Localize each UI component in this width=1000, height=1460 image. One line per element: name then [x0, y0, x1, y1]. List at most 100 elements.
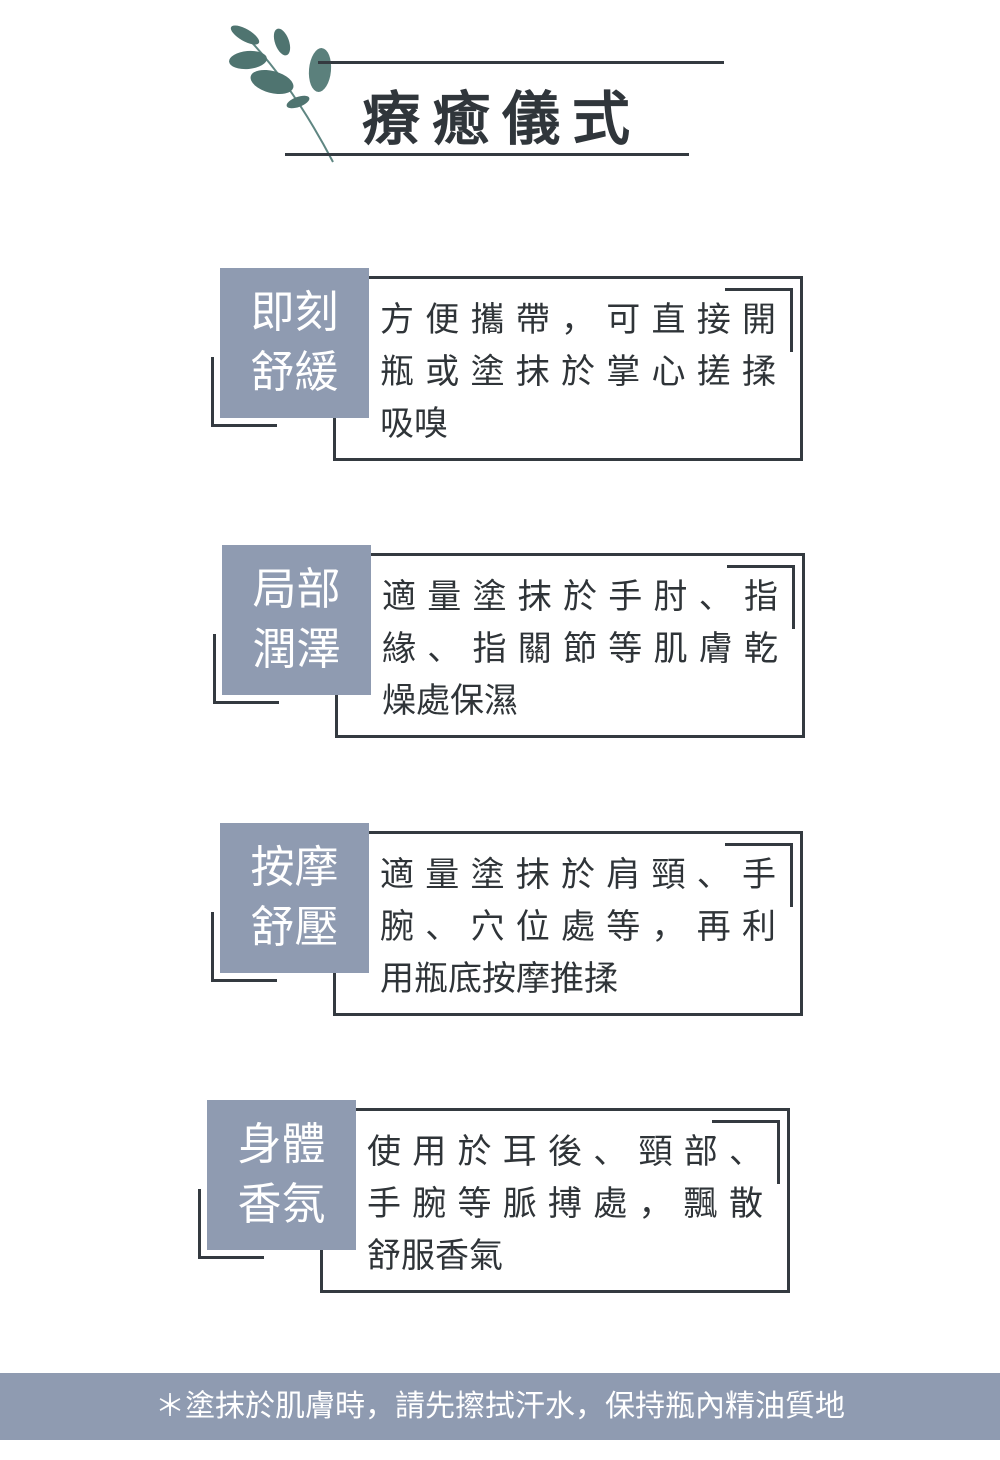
- char: 脈: [502, 1184, 537, 1224]
- ritual-card: 身體香氛 使 用 於 耳 後 、 頸 部 、 手 腕 等 脈 搏 處 ， 飄 散…: [198, 1100, 807, 1300]
- char: 耳: [502, 1132, 537, 1172]
- char: 搏: [548, 1184, 583, 1224]
- char: 於: [561, 855, 596, 895]
- char: 等: [606, 907, 641, 947]
- corner-bracket: [213, 634, 216, 704]
- page-title: 療癒儀式: [362, 85, 643, 153]
- corner-bracket: [712, 1120, 780, 1123]
- char: 揉: [742, 352, 776, 392]
- char: 飄: [683, 1184, 718, 1224]
- char: ，: [638, 1184, 673, 1224]
- char: 塗: [470, 352, 505, 392]
- description-line: 適 量 塗 抹 於 肩 頸 、 手: [380, 849, 776, 901]
- char: 攜: [470, 300, 505, 340]
- char: 肩: [606, 855, 641, 895]
- char: 於: [457, 1132, 492, 1172]
- char: 後: [548, 1132, 583, 1172]
- description-line: 使 用 於 耳 後 、 頸 部 、: [367, 1126, 763, 1178]
- corner-bracket: [211, 979, 277, 982]
- corner-bracket: [211, 424, 277, 427]
- char: 於: [561, 352, 596, 392]
- char: 於: [563, 577, 598, 617]
- corner-bracket: [777, 1120, 780, 1184]
- corner-bracket: [211, 357, 214, 427]
- char: 心: [651, 352, 686, 392]
- label-line: 潤澤: [252, 624, 341, 675]
- char: 等: [457, 1184, 492, 1224]
- label-line: 按摩: [250, 842, 339, 893]
- corner-bracket: [725, 843, 793, 846]
- ritual-description: 使 用 於 耳 後 、 頸 部 、 手 腕 等 脈 搏 處 ， 飄 散 舒服香氣: [367, 1126, 763, 1282]
- char: 、: [593, 1132, 628, 1172]
- ritual-card: 即刻舒緩 方 便 攜 帶 ， 可 直 接 開 瓶 或 塗 抹 於 掌 心 搓 揉…: [211, 268, 820, 468]
- description-line: 瓶 或 塗 抹 於 掌 心 搓 揉: [380, 346, 776, 398]
- ritual-label: 按摩舒壓: [220, 823, 369, 973]
- corner-bracket: [211, 912, 214, 982]
- char: 搓: [696, 352, 731, 392]
- ritual-card: 按摩舒壓 適 量 塗 抹 於 肩 頸 、 手 腕 、 穴 位 處 等 ， 再 利…: [211, 823, 820, 1023]
- label-line: 舒緩: [250, 347, 339, 398]
- char: 、: [729, 1132, 763, 1172]
- char: 手: [742, 855, 776, 895]
- corner-bracket: [790, 288, 793, 352]
- char: 可: [606, 300, 641, 340]
- char: 頸: [638, 1132, 673, 1172]
- char: 穴: [470, 907, 505, 947]
- char: 處: [561, 907, 596, 947]
- footer-note: ＊塗抹於肌膚時，請先擦拭汗水，保持瓶內精油質地: [0, 1373, 1000, 1440]
- char: 便: [425, 300, 460, 340]
- char: 指: [472, 629, 507, 669]
- char: 等: [608, 629, 643, 669]
- char: 瓶: [380, 352, 415, 392]
- corner-bracket: [790, 843, 793, 907]
- char: 方: [380, 300, 415, 340]
- char: 用: [412, 1132, 447, 1172]
- description-line: 適 量 塗 抹 於 手 肘 、 指: [382, 571, 778, 623]
- char: 指: [744, 577, 778, 617]
- char: 散: [729, 1184, 763, 1224]
- description-line: 舒服香氣: [367, 1236, 503, 1276]
- corner-bracket: [792, 565, 795, 629]
- char: 塗: [470, 855, 505, 895]
- char: 掌: [606, 352, 641, 392]
- char: 、: [425, 907, 460, 947]
- char: 、: [427, 629, 462, 669]
- corner-bracket: [198, 1189, 201, 1259]
- ritual-label: 即刻舒緩: [220, 268, 369, 418]
- char: 開: [742, 300, 776, 340]
- corner-bracket: [198, 1256, 264, 1259]
- char: 頸: [651, 855, 686, 895]
- char: 手: [608, 577, 643, 617]
- char: 關: [517, 629, 552, 669]
- char: 使: [367, 1132, 402, 1172]
- char: ，: [561, 300, 596, 340]
- title-top-rule: [318, 61, 724, 64]
- description-line: 腕 、 穴 位 處 等 ， 再 利: [380, 901, 776, 953]
- char: 或: [425, 352, 460, 392]
- char: 肘: [653, 577, 688, 617]
- char: 抹: [515, 855, 550, 895]
- char: 接: [696, 300, 731, 340]
- char: 適: [380, 855, 415, 895]
- ritual-description: 適 量 塗 抹 於 肩 頸 、 手 腕 、 穴 位 處 等 ， 再 利 用瓶底按…: [380, 849, 776, 1005]
- char: 肌: [653, 629, 688, 669]
- corner-bracket: [213, 701, 279, 704]
- label-line: 即刻: [250, 287, 339, 338]
- char: 腕: [380, 907, 415, 947]
- ritual-label: 局部潤澤: [222, 545, 371, 695]
- char: 、: [698, 577, 733, 617]
- char: 抹: [517, 577, 552, 617]
- char: 量: [427, 577, 462, 617]
- ritual-label: 身體香氛: [207, 1100, 356, 1250]
- char: 、: [696, 855, 731, 895]
- label-line: 局部: [252, 564, 341, 615]
- description-line: 燥處保濕: [382, 681, 518, 721]
- corner-bracket: [727, 565, 795, 568]
- char: 緣: [382, 629, 417, 669]
- char: 腕: [412, 1184, 447, 1224]
- char: 節: [563, 629, 598, 669]
- title-bottom-rule: [285, 153, 689, 156]
- char: 帶: [515, 300, 550, 340]
- char: 手: [367, 1184, 402, 1224]
- description-line: 緣 、 指 關 節 等 肌 膚 乾: [382, 623, 778, 675]
